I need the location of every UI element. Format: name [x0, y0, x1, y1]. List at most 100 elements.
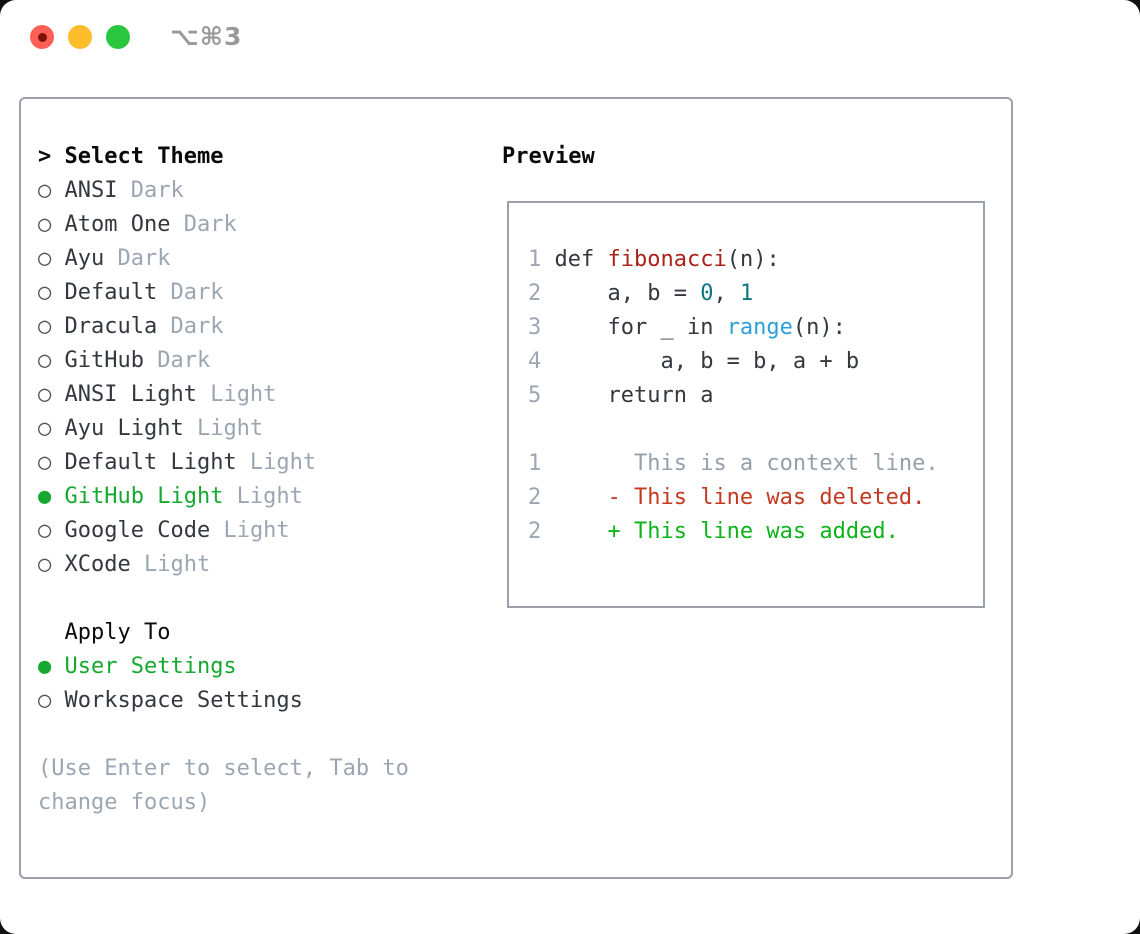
select-theme-header: > Select Theme — [38, 140, 316, 174]
theme-option-atom-one-dark[interactable]: ○ Atom One Dark — [38, 208, 316, 242]
theme-option-default-light-light[interactable]: ○ Default Light Light — [38, 446, 316, 480]
theme-option-ansi-light-light[interactable]: ○ ANSI Light Light — [38, 378, 316, 412]
line-number: 4 — [528, 349, 555, 374]
apply-to-section: Apply To ● User Settings○ Workspace Sett… — [38, 616, 303, 718]
preview-title: Preview — [502, 144, 595, 169]
apply-option-user-settings[interactable]: ● User Settings — [38, 650, 303, 684]
theme-variant: Light — [236, 450, 317, 475]
theme-variant: Dark — [157, 280, 224, 305]
minimize-button[interactable] — [68, 25, 92, 49]
radio-icon: ○ — [38, 382, 52, 407]
token-function: fibonacci — [607, 247, 727, 272]
radio-icon: ○ — [38, 450, 52, 475]
theme-variant: Light — [210, 518, 290, 543]
token-number: 0 — [700, 281, 714, 306]
theme-name: Default — [51, 280, 158, 305]
token-added: + This line was added. — [554, 519, 899, 544]
selected-radio-icon: ● — [38, 654, 52, 679]
token-number: 1 — [739, 281, 754, 306]
token-deleted: - This line was deleted. — [554, 485, 926, 510]
theme-list: > Select Theme ○ ANSI Dark○ Atom One Dar… — [38, 140, 316, 582]
apply-option-workspace-settings[interactable]: ○ Workspace Settings — [38, 684, 303, 718]
token-text: (n): — [792, 315, 846, 340]
diff-line: 2 + This line was added. — [528, 515, 983, 549]
line-number: 5 — [528, 383, 555, 408]
theme-name: Ayu — [51, 246, 105, 271]
line-number: 2 — [528, 519, 555, 544]
theme-picker-panel: > Select Theme ○ ANSI Dark○ Atom One Dar… — [19, 97, 1013, 879]
theme-variant: Dark — [104, 246, 171, 271]
theme-option-google-code-light[interactable]: ○ Google Code Light — [38, 514, 316, 548]
hint-line-2: change focus) — [38, 790, 211, 815]
hint-line-1: (Use Enter to select, Tab to — [38, 756, 409, 781]
theme-name: GitHub Light — [51, 484, 224, 509]
radio-icon: ○ — [38, 314, 52, 339]
radio-icon: ○ — [38, 688, 52, 713]
apply-option-label: Workspace Settings — [51, 688, 303, 713]
theme-variant: Light — [183, 416, 264, 441]
line-number: 2 — [528, 281, 555, 306]
token-text: for _ in — [554, 315, 727, 340]
selection-caret: > — [38, 144, 52, 169]
theme-variant: Dark — [157, 314, 224, 339]
theme-name: ANSI — [51, 178, 118, 203]
radio-icon: ○ — [38, 246, 52, 271]
radio-icon: ○ — [38, 348, 52, 373]
theme-variant: Dark — [117, 178, 184, 203]
selected-radio-icon: ● — [38, 484, 52, 509]
token-text: return a — [554, 383, 714, 408]
theme-option-xcode-light[interactable]: ○ XCode Light — [38, 548, 316, 582]
code-line: 4 a, b = b, a + b — [528, 345, 983, 379]
theme-variant: Dark — [143, 348, 211, 373]
token-text: def — [554, 247, 608, 272]
apply-option-label: User Settings — [51, 654, 237, 679]
code-line: 2 a, b = 0, 1 — [528, 277, 983, 311]
theme-name: Ayu Light — [51, 416, 184, 441]
zoom-button[interactable] — [106, 25, 130, 49]
radio-icon: ○ — [38, 212, 52, 237]
diff-line: 1 This is a context line. — [528, 447, 983, 481]
theme-name: Google Code — [51, 518, 211, 543]
theme-name: Atom One — [51, 212, 171, 237]
token-context: This is a context line. — [554, 451, 939, 476]
theme-name: XCode — [51, 552, 131, 577]
apply-to-title: Apply To — [64, 620, 171, 645]
hint-text: (Use Enter to select, Tab to change focu… — [38, 752, 409, 820]
theme-name: GitHub — [51, 348, 144, 373]
theme-option-default-dark[interactable]: ○ Default Dark — [38, 276, 316, 310]
theme-name: Dracula — [51, 314, 158, 339]
token-builtin: range — [726, 315, 793, 340]
line-number: 1 — [528, 451, 555, 476]
apply-to-header: Apply To — [38, 616, 303, 650]
radio-icon: ○ — [38, 178, 52, 203]
theme-option-dracula-dark[interactable]: ○ Dracula Dark — [38, 310, 316, 344]
theme-option-ayu-light-light[interactable]: ○ Ayu Light Light — [38, 412, 316, 446]
token-text: (n): — [726, 247, 780, 272]
radio-icon: ○ — [38, 280, 52, 305]
theme-variant: Light — [130, 552, 211, 577]
token-text: a, b = — [554, 281, 701, 306]
traffic-lights — [30, 25, 130, 49]
line-number: 3 — [528, 315, 555, 340]
radio-icon: ○ — [38, 518, 52, 543]
theme-variant: Light — [196, 382, 277, 407]
theme-option-ayu-dark[interactable]: ○ Ayu Dark — [38, 242, 316, 276]
diff-line: 2 - This line was deleted. — [528, 481, 983, 515]
code-line: 3 for _ in range(n): — [528, 311, 983, 345]
close-button[interactable] — [30, 25, 54, 49]
radio-icon: ○ — [38, 552, 52, 577]
blank-line — [528, 413, 983, 447]
titlebar: ⌥⌘3 — [0, 0, 1140, 72]
diff-preview: 1 This is a context line.2 - This line w… — [528, 447, 983, 549]
theme-option-github-light-light[interactable]: ● GitHub Light Light — [38, 480, 316, 514]
theme-option-github-dark[interactable]: ○ GitHub Dark — [38, 344, 316, 378]
theme-name: ANSI Light — [51, 382, 197, 407]
code-line: 5 return a — [528, 379, 983, 413]
window-shortcut-label: ⌥⌘3 — [170, 22, 243, 51]
code-line: 1 def fibonacci(n): — [528, 243, 983, 277]
theme-option-ansi-dark[interactable]: ○ ANSI Dark — [38, 174, 316, 208]
select-theme-title: Select Theme — [64, 144, 224, 169]
